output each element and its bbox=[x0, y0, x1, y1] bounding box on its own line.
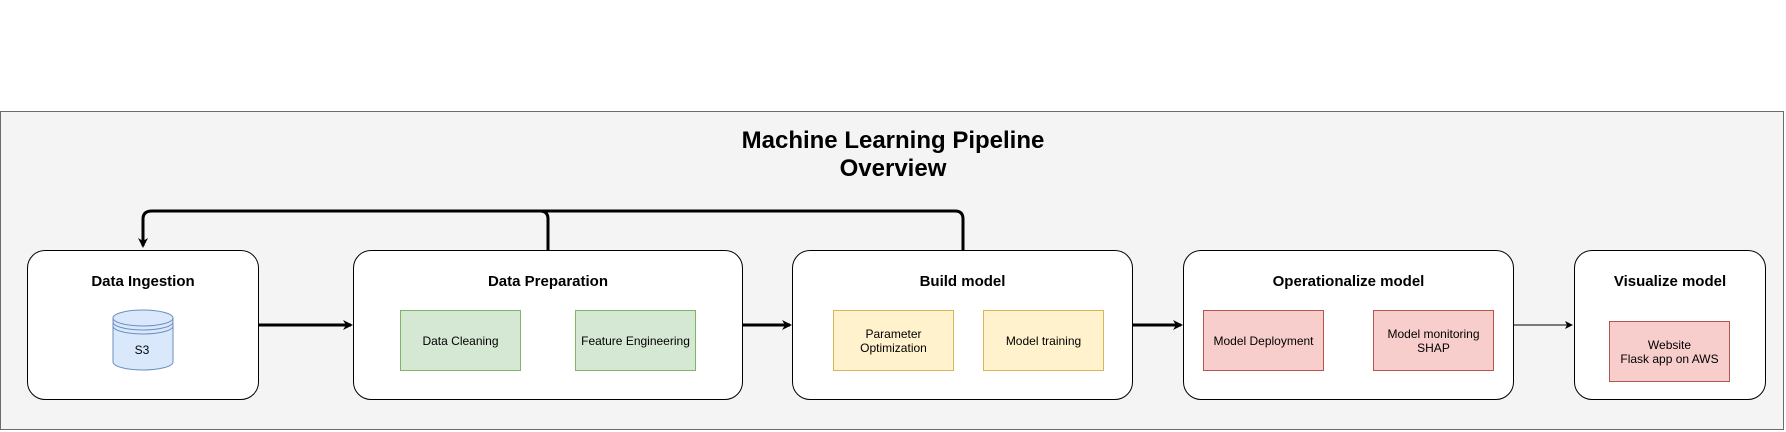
feature-engineering-box: Feature Engineering bbox=[575, 310, 696, 371]
model-deployment-box: Model Deployment bbox=[1203, 310, 1324, 371]
s3-label: S3 bbox=[134, 343, 150, 357]
data-cleaning-box: Data Cleaning bbox=[400, 310, 521, 371]
stage-data-preparation: Data Preparation Data Cleaning Feature E… bbox=[353, 250, 743, 400]
stage-visualize-model: Visualize model Website Flask app on AWS bbox=[1574, 250, 1766, 400]
model-monitoring-box: Model monitoring SHAP bbox=[1373, 310, 1494, 371]
stage-title-operationalize-model: Operationalize model bbox=[1272, 273, 1425, 290]
stage-operationalize-model: Operationalize model Model Deployment Mo… bbox=[1183, 250, 1514, 400]
stage-title-build-model: Build model bbox=[919, 273, 1006, 290]
parameter-optimization-box: Parameter Optimization bbox=[833, 310, 954, 371]
feedback-arrow-build-to-ingestion bbox=[138, 209, 965, 250]
stage-title-visualize-model: Visualize model bbox=[1613, 273, 1727, 290]
stage-title-data-preparation: Data Preparation bbox=[487, 273, 609, 290]
s3-database-icon bbox=[112, 309, 174, 371]
diagram-title: Machine Learning Pipeline Overview bbox=[741, 127, 1045, 182]
website-box: Website Flask app on AWS bbox=[1609, 321, 1730, 382]
stage-title-data-ingestion: Data Ingestion bbox=[91, 273, 195, 290]
feedback-arrow-preparation-to-ingestion bbox=[539, 209, 550, 250]
model-training-box: Model training bbox=[983, 310, 1104, 371]
stage-build-model: Build model Parameter Optimization Model… bbox=[792, 250, 1133, 400]
